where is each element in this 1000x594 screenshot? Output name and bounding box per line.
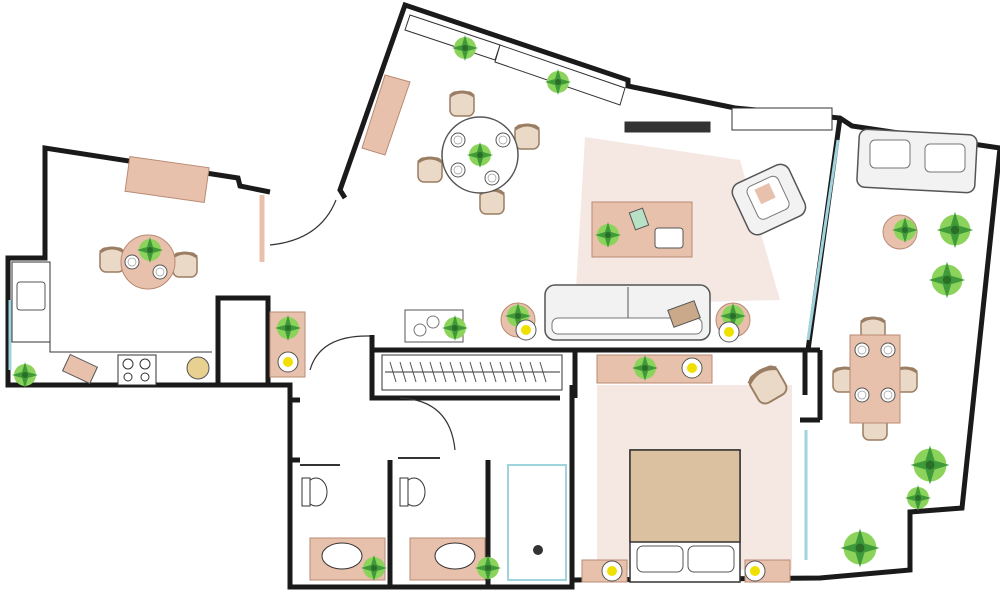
closet: [381, 354, 563, 391]
coffee-table: [591, 201, 693, 258]
dining-table-living: [416, 90, 541, 216]
walls: [5, 1, 1000, 590]
doors: [269, 199, 456, 451]
terrace: [831, 128, 978, 568]
sofa: [544, 284, 711, 341]
windows: [8, 139, 840, 560]
bathrooms: [300, 457, 567, 581]
kitchen: [11, 156, 306, 388]
armchair: [731, 163, 807, 236]
bedroom: [581, 354, 792, 583]
side-tables-living: [404, 302, 751, 343]
sideboard: [361, 74, 411, 156]
